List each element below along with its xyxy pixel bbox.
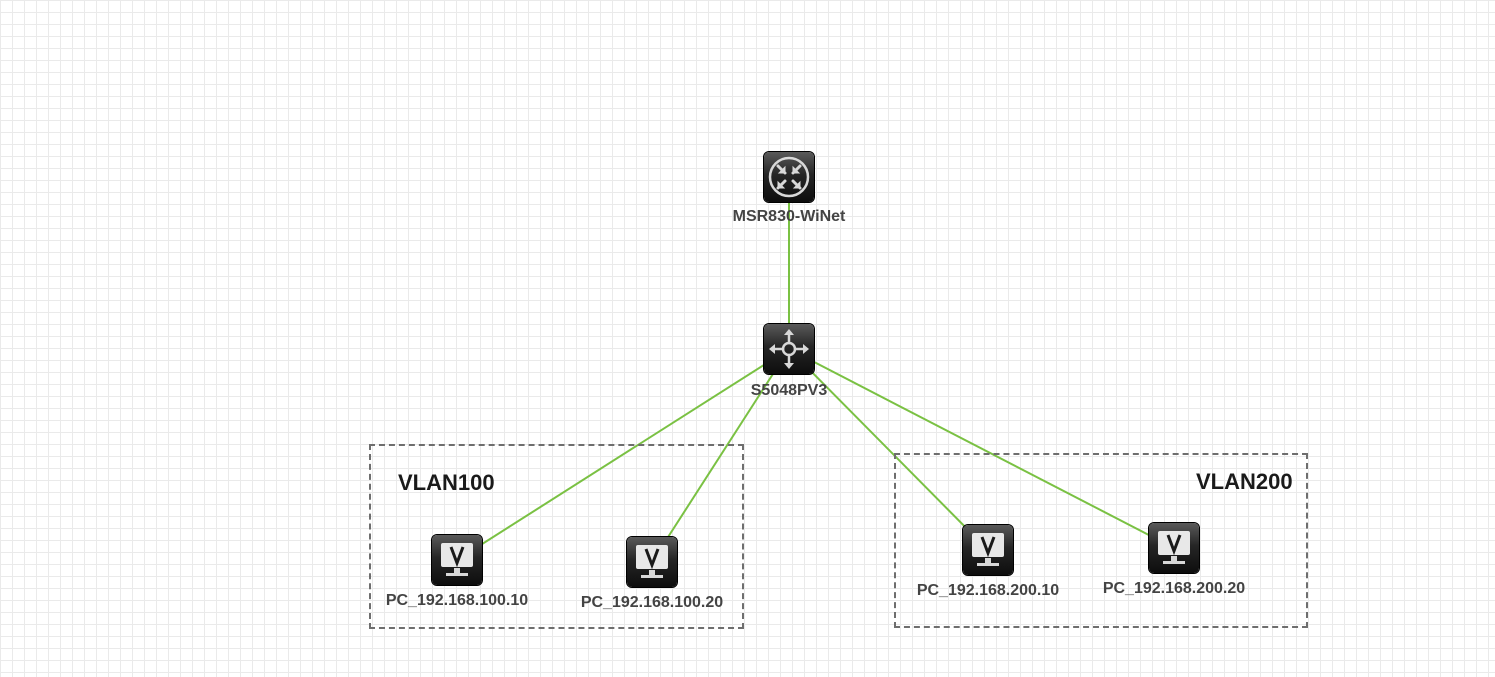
router-icon [768,156,810,198]
switch-icon [769,329,809,369]
link-switch-pc4[interactable] [788,348,1175,549]
pc3-node[interactable] [963,525,1013,575]
pc-monitor-icon [441,543,473,576]
vlan100-label: VLAN100 [398,470,495,495]
pc-monitor-icon [972,533,1004,566]
link-switch-pc2[interactable] [651,348,790,563]
pc4-node[interactable] [1149,523,1199,573]
pc2-label: PC_192.168.100.20 [580,594,724,611]
pc4-label: PC_192.168.200.20 [1102,580,1246,597]
pc1-node[interactable] [432,535,482,585]
switch-label: S5048PV3 [750,382,828,399]
pc2-node[interactable] [627,537,677,587]
router-label: MSR830-WiNet [732,208,846,225]
vlan200-label: VLAN200 [1196,469,1293,494]
link-switch-pc3[interactable] [788,348,989,551]
vlan200-group[interactable] [894,453,1308,628]
pc3-label: PC_192.168.200.10 [916,582,1060,599]
router-node[interactable] [764,152,814,202]
switch-node[interactable] [764,324,814,374]
pc1-label: PC_192.168.100.10 [385,592,529,609]
vlan100-group[interactable] [369,444,744,629]
pc-monitor-icon [636,545,668,578]
pc-monitor-icon [1158,531,1190,564]
link-switch-pc1[interactable] [456,348,790,561]
